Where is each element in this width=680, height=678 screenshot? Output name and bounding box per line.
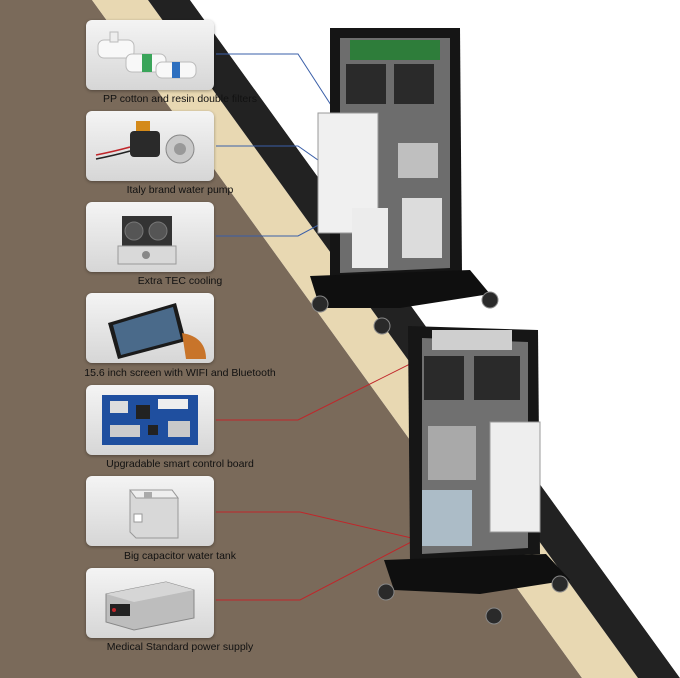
water-pump-icon	[95, 121, 195, 164]
machine-cart-lower	[377, 326, 570, 625]
power-supply-icon	[105, 581, 195, 631]
feature-card-power	[86, 568, 214, 638]
feature-label-filters: PP cotton and resin double filters	[103, 93, 257, 105]
feature-card-screen	[86, 293, 214, 363]
feature-label-tank: Big capacitor water tank	[123, 550, 237, 562]
feature-card-tank	[86, 476, 214, 546]
feature-card-board	[86, 385, 214, 455]
touch-screen-icon	[108, 303, 206, 359]
machine-cart-upper	[310, 28, 499, 335]
feature-label-pump: Italy brand water pump	[126, 184, 234, 196]
feature-card-pump	[86, 111, 214, 181]
control-board-icon	[102, 395, 198, 445]
water-tank-icon	[129, 489, 179, 539]
feature-card-filters	[86, 20, 214, 90]
feature-label-tec: Extra TEC cooling	[137, 275, 223, 287]
feature-card-tec	[86, 202, 214, 272]
feature-label-board: Upgradable smart control board	[106, 458, 254, 470]
tec-cooler-icon	[117, 216, 177, 265]
feature-label-screen: 15.6 inch screen with WIFI and Bluetooth	[84, 367, 276, 379]
feature-label-power: Medical Standard power supply	[106, 641, 254, 653]
filter-cartridges-icon	[97, 31, 197, 79]
